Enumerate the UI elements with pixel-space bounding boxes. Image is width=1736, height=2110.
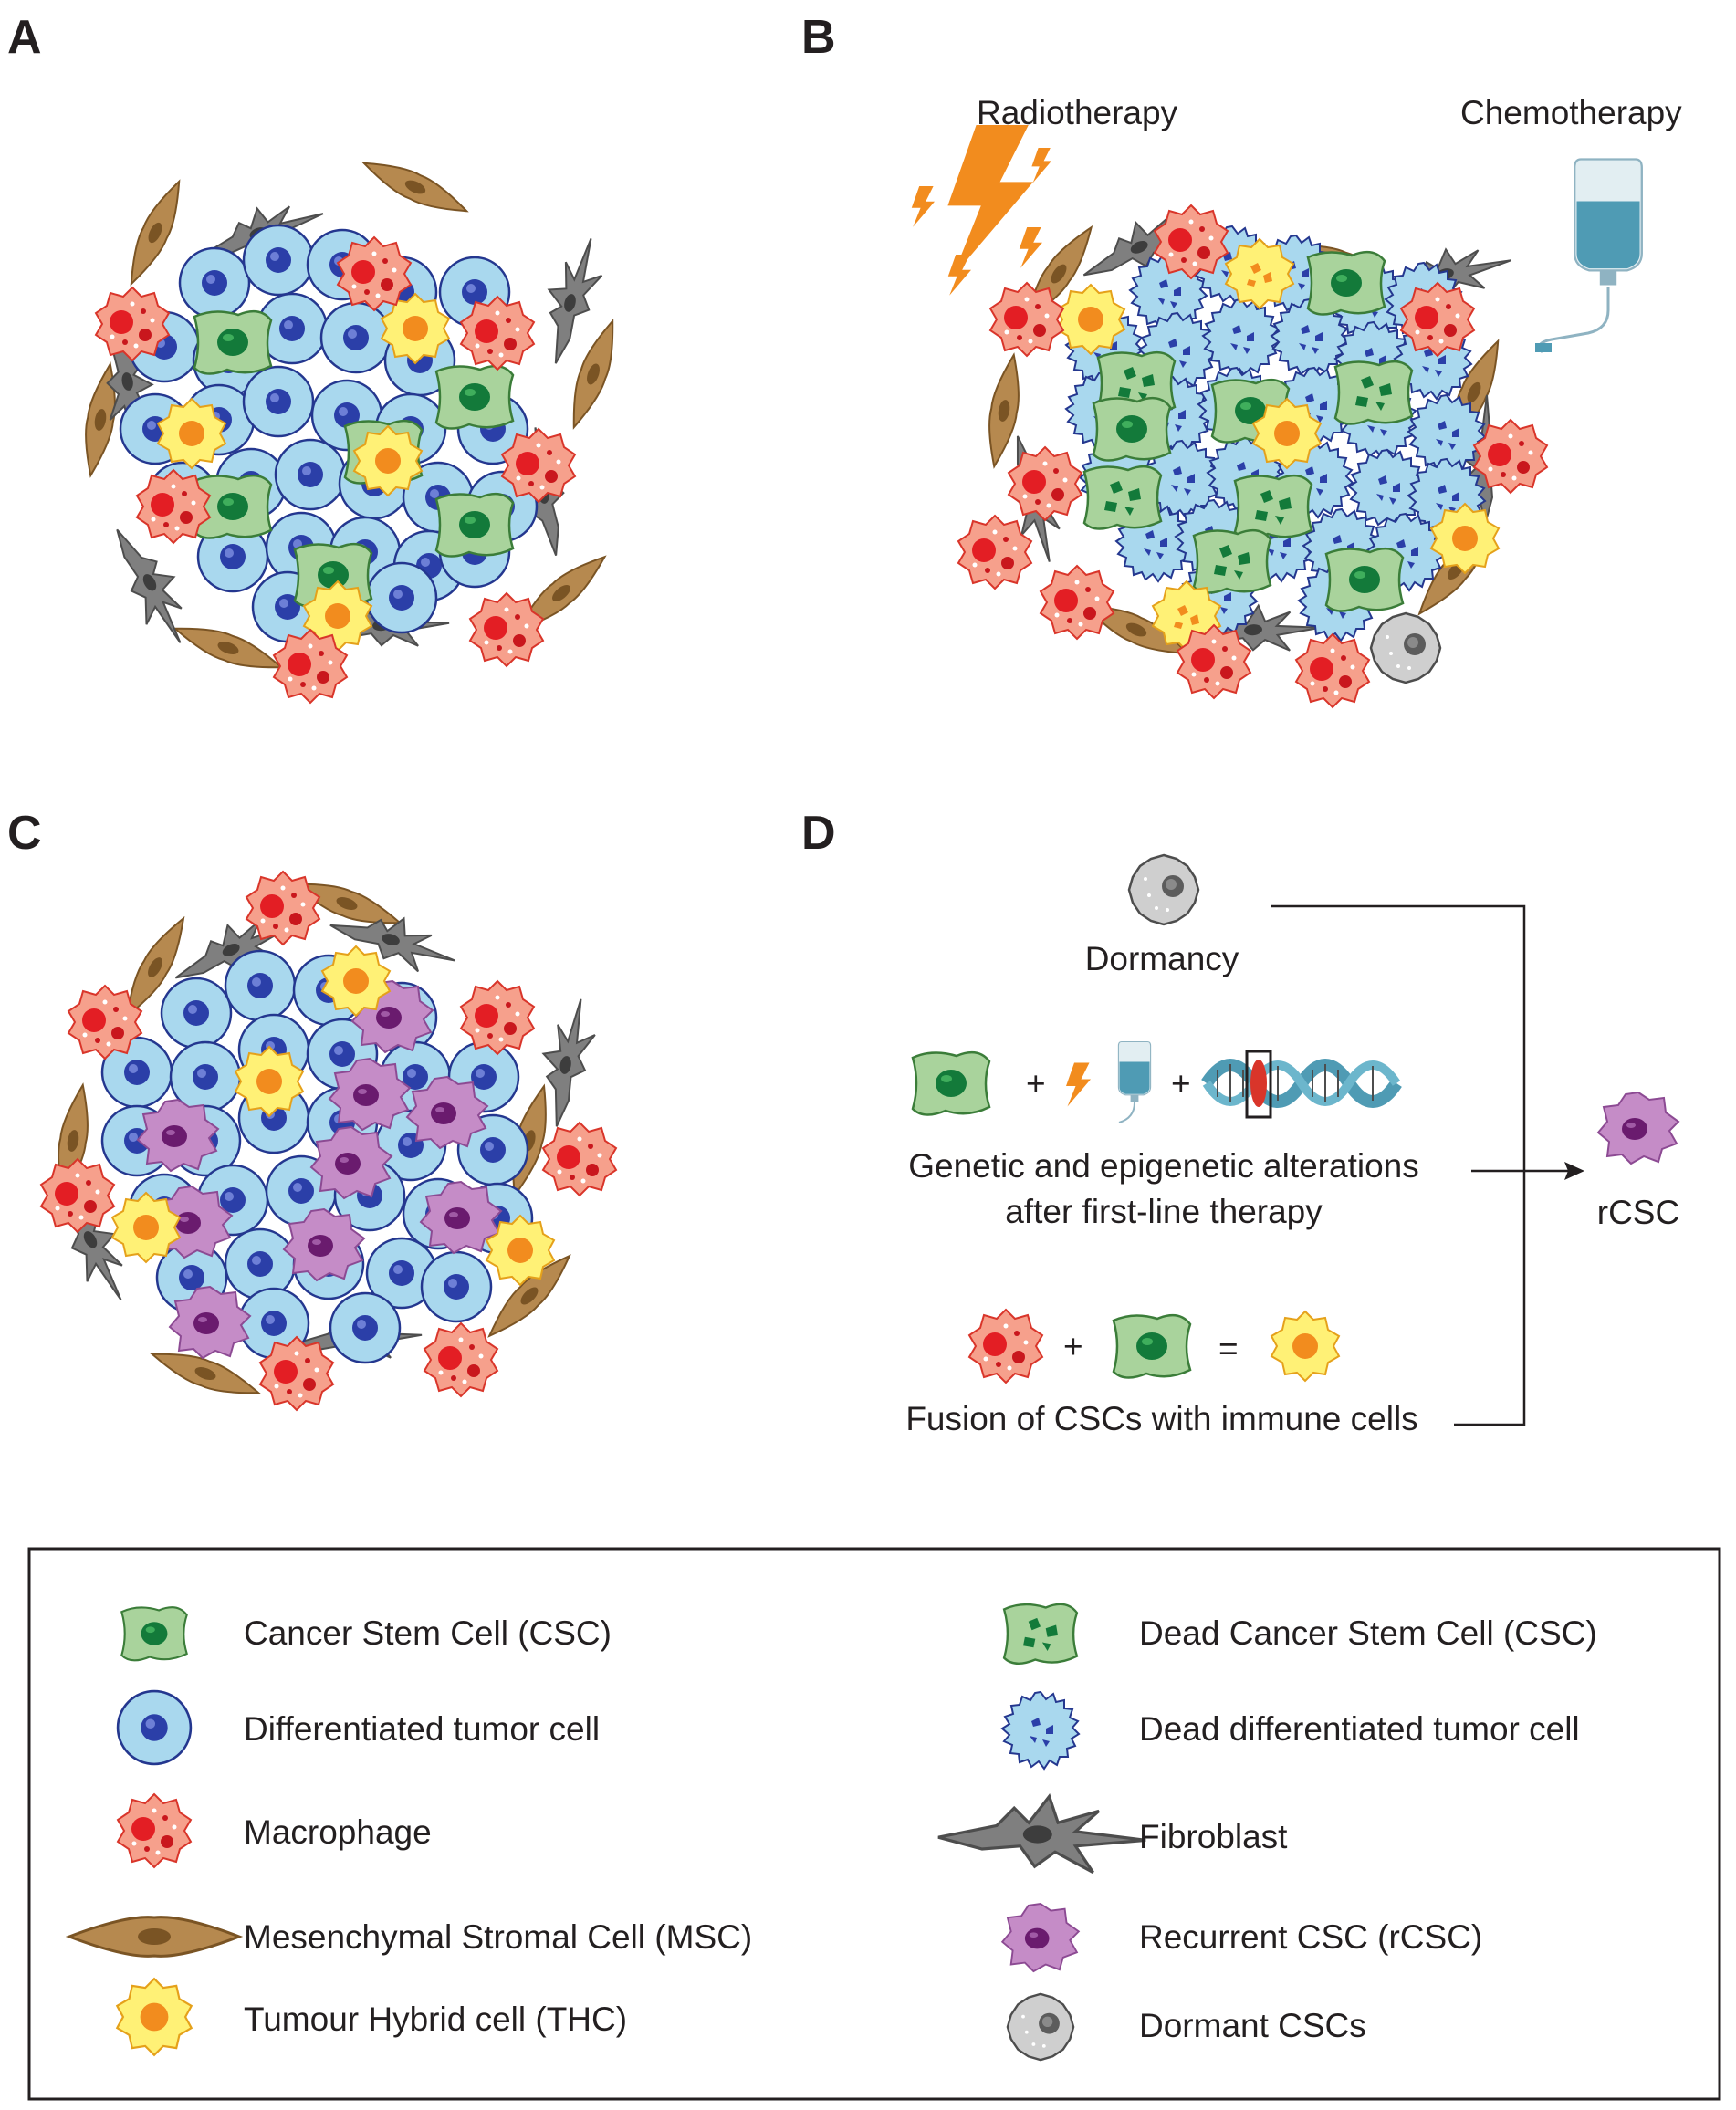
legend-rcsc-icon bbox=[1001, 1903, 1080, 1973]
mechanism-panel-d: Dormancy + + Genetic and epigenetic alte… bbox=[905, 853, 1679, 1437]
genetic-line-2: after first-line therapy bbox=[1005, 1193, 1323, 1230]
panel-label-b: B bbox=[801, 11, 836, 64]
chemo-icon bbox=[1117, 1040, 1152, 1103]
radiation-icon bbox=[1066, 1062, 1091, 1107]
legend-right-0: Dead Cancer Stem Cell (CSC) bbox=[1139, 1614, 1597, 1652]
legend-msc-icon bbox=[68, 1916, 241, 1958]
legend-left-2: Macrophage bbox=[244, 1813, 432, 1851]
legend-csc-icon bbox=[120, 1606, 188, 1662]
therapy-panel-b: Radiotherapy Chemotherapy bbox=[911, 94, 1682, 708]
legend-differentiated-icon bbox=[116, 1689, 193, 1766]
legend: Cancer Stem Cell (CSC) Differentiated tu… bbox=[27, 1547, 1721, 2101]
panel-label-c: C bbox=[7, 807, 42, 860]
legend-dead-csc-icon bbox=[1002, 1603, 1079, 1666]
connector-lines bbox=[1271, 904, 1584, 1426]
hybrid-cell-icon bbox=[1271, 1311, 1340, 1382]
plus-sign-3: + bbox=[1063, 1328, 1083, 1365]
legend-thc-icon bbox=[116, 1978, 193, 2056]
iv-bag-icon bbox=[1535, 158, 1643, 354]
fusion-label: Fusion of CSCs with immune cells bbox=[905, 1400, 1417, 1437]
lightning-icon bbox=[911, 125, 1051, 296]
dormancy-label: Dormancy bbox=[1085, 940, 1239, 977]
legend-macrophage-icon bbox=[117, 1793, 192, 1868]
plus-sign-1: + bbox=[1026, 1065, 1046, 1102]
legend-right-4: Dormant CSCs bbox=[1139, 2007, 1366, 2044]
genetic-line-1: Genetic and epigenetic alterations bbox=[908, 1147, 1418, 1185]
legend-fibroblast-icon bbox=[936, 1794, 1147, 1875]
cell-mass-a bbox=[119, 224, 539, 652]
legend-right-2: Fibroblast bbox=[1139, 1818, 1288, 1855]
legend-left-3: Mesenchymal Stromal Cell (MSC) bbox=[244, 1918, 752, 1956]
legend-dead-differentiated-icon bbox=[1001, 1691, 1080, 1770]
dna-icon bbox=[1201, 1050, 1402, 1119]
legend-left-0: Cancer Stem Cell (CSC) bbox=[244, 1614, 612, 1652]
legend-left-4: Tumour Hybrid cell (THC) bbox=[244, 2000, 627, 2038]
legend-right-3: Recurrent CSC (rCSC) bbox=[1139, 1918, 1482, 1956]
recurrence-panel-c bbox=[37, 871, 617, 1411]
plus-sign-2: + bbox=[1171, 1065, 1191, 1102]
macrophage-icon bbox=[968, 1309, 1043, 1384]
chemotherapy-label: Chemotherapy bbox=[1460, 94, 1682, 131]
legend-dormant-icon bbox=[1006, 1992, 1075, 2062]
dormant-cell-b bbox=[1369, 611, 1442, 684]
legend-right-1: Dead differentiated tumor cell bbox=[1139, 1710, 1580, 1748]
panel-label-a: A bbox=[7, 11, 42, 64]
tumor-panel-a bbox=[77, 150, 626, 704]
csc-fusion-icon bbox=[1112, 1313, 1192, 1379]
equals-sign: = bbox=[1218, 1330, 1239, 1367]
legend-left-1: Differentiated tumor cell bbox=[244, 1710, 600, 1748]
rcsc-label: rCSC bbox=[1597, 1194, 1679, 1231]
panel-label-d: D bbox=[801, 807, 836, 860]
rcsc-icon bbox=[1597, 1092, 1679, 1165]
csc-icon bbox=[911, 1050, 991, 1116]
dormant-cell-icon bbox=[1127, 853, 1200, 926]
legend-box bbox=[27, 1547, 1721, 2101]
